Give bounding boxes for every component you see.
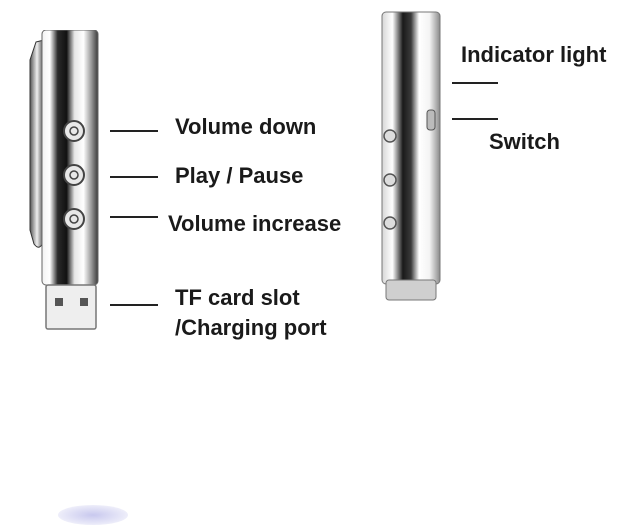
leader-volume-down (110, 130, 158, 132)
pen-recorder-side-view (381, 11, 441, 301)
leader-tf-card (110, 304, 158, 306)
play-pause-button (63, 164, 85, 186)
usb-plug (45, 284, 97, 330)
switch-slider (426, 109, 436, 131)
label-volume-down: Volume down (175, 114, 317, 139)
label-volume-increase: Volume increase (168, 211, 342, 236)
leader-volume-increase (110, 216, 158, 218)
side-button-bottom (383, 216, 397, 230)
side-button-top (383, 129, 397, 143)
side-button-mid (383, 173, 397, 187)
leader-play-pause (110, 176, 158, 178)
leader-indicator-light (452, 82, 498, 84)
label-tf-card-line2: /Charging port (175, 315, 327, 340)
pen-body (41, 30, 99, 286)
volume-increase-button (63, 208, 85, 230)
label-switch: Switch (489, 129, 560, 154)
label-indicator-light: Indicator light (461, 42, 607, 67)
bottom-edge-shadow (58, 505, 128, 525)
product-diagram: Volume down Play / Pause Volume increase… (29, 11, 607, 525)
pen-body-side (381, 11, 441, 285)
volume-down-button (63, 120, 85, 142)
end-cap (385, 279, 437, 301)
leader-switch (452, 118, 498, 120)
label-tf-card-line1: TF card slot (175, 285, 300, 310)
label-play-pause: Play / Pause (175, 163, 304, 188)
pen-recorder-front-view (29, 30, 99, 330)
